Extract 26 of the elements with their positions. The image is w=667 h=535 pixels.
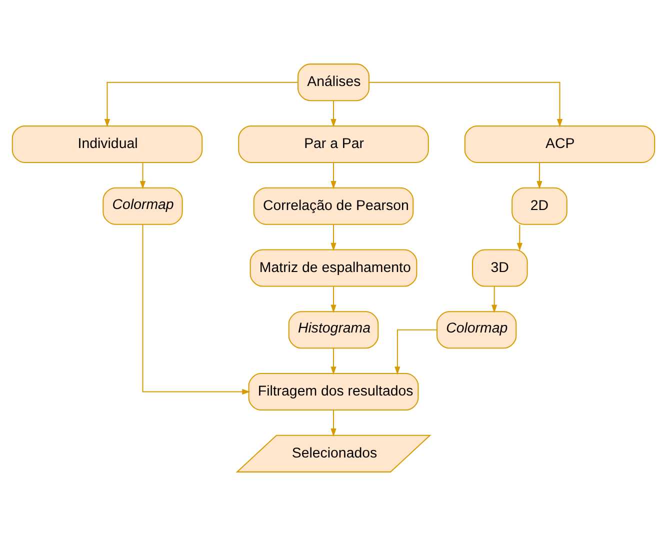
node-box: Colormap <box>436 310 517 348</box>
node-box: Correlação de Pearson <box>253 186 414 224</box>
arrow <box>491 286 498 312</box>
arrow <box>369 81 563 127</box>
node-box: 2D <box>512 186 568 224</box>
arrow <box>104 81 298 127</box>
node-box: Histograma <box>288 310 379 348</box>
arrow <box>516 224 523 250</box>
node-box: ACP <box>464 124 656 162</box>
node-box: Par a Par <box>238 124 429 162</box>
node-box: Matriz de espalhamento <box>250 248 418 286</box>
node-box: Filtragem dos resultados <box>248 372 419 410</box>
arrow <box>330 348 336 374</box>
arrow <box>140 162 146 189</box>
arrow <box>330 286 336 312</box>
arrow <box>330 224 336 250</box>
node-box: Individual <box>12 124 203 162</box>
arrow <box>394 328 437 374</box>
arrow <box>536 162 542 189</box>
node-box: Análises <box>297 63 370 101</box>
node-box: Colormap <box>102 186 183 224</box>
node-box: 3D <box>472 248 528 286</box>
arrow <box>330 100 336 127</box>
arrow <box>330 410 336 436</box>
arrow <box>330 162 336 189</box>
arrow <box>142 224 250 394</box>
